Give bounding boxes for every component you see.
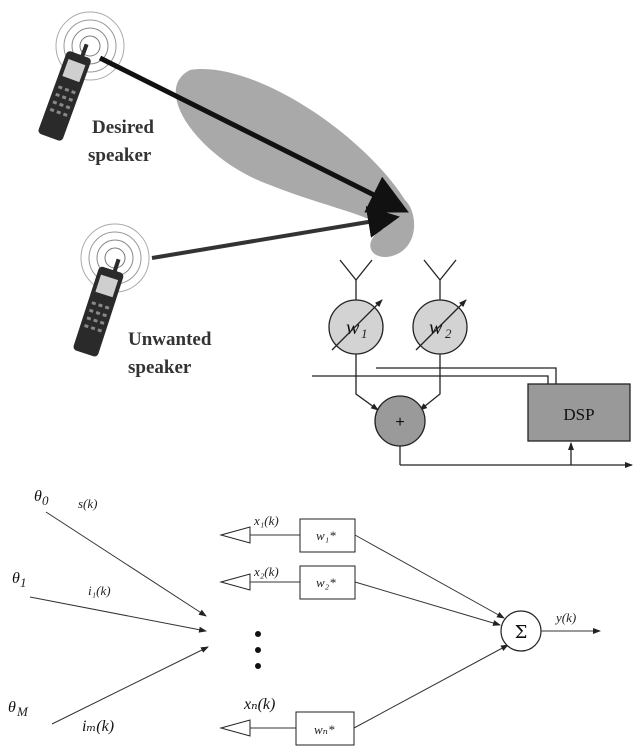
svg-text:M: M xyxy=(16,704,29,719)
desired-label-line1: Desired xyxy=(92,117,154,138)
w2-label: w₂* xyxy=(316,575,336,590)
svg-text:θ: θ xyxy=(8,699,16,716)
x1-label: x₁(k) xyxy=(253,513,279,528)
svg-text:2: 2 xyxy=(445,326,452,341)
weight-w2: w 2 xyxy=(412,299,468,355)
svg-text:θ: θ xyxy=(12,570,20,587)
svg-text:+: + xyxy=(395,414,404,431)
svg-text:1: 1 xyxy=(361,326,368,341)
theta1-label: θ 1 xyxy=(12,570,27,590)
unwanted-label-line2: speaker xyxy=(128,357,192,378)
signal-label: s(k) xyxy=(78,496,98,511)
svg-text:0: 0 xyxy=(42,493,49,508)
desired-phone-icon xyxy=(38,11,125,141)
svg-text:1: 1 xyxy=(20,575,27,590)
channel-row-N: xₙ(k) wₙ* xyxy=(219,696,355,746)
desired-label-line2: speaker xyxy=(88,145,152,166)
xN-label: xₙ(k) xyxy=(243,696,275,713)
sum-node: Σ xyxy=(500,610,542,652)
interference1-label: i₁(k) xyxy=(88,583,111,598)
dsp-block: DSP xyxy=(527,383,631,442)
weight-w1: w 1 xyxy=(328,299,384,355)
output-label: y(k) xyxy=(554,610,576,625)
svg-text:DSP: DSP xyxy=(563,405,594,424)
svg-text:Σ: Σ xyxy=(515,622,528,643)
unwanted-signal-arrow xyxy=(151,206,400,260)
svg-text:w: w xyxy=(346,317,360,339)
x2-label: x₂(k) xyxy=(253,564,279,579)
desired-signal-arrow xyxy=(98,55,409,213)
w1-label: w₁* xyxy=(316,528,336,543)
adder-node: + xyxy=(374,395,426,447)
antenna-icon-2 xyxy=(423,259,457,300)
svg-text:θ: θ xyxy=(34,488,42,505)
unwanted-phone-icon xyxy=(73,223,150,357)
beam-pattern xyxy=(175,69,415,258)
wN-label: wₙ* xyxy=(314,722,335,737)
channel-row-2: x₂(k) w₂* xyxy=(219,564,356,600)
antenna-icon-1 xyxy=(339,259,373,300)
interferenceM-label: iₘ(k) xyxy=(82,718,114,735)
ellipsis-dots xyxy=(255,631,261,669)
thetaM-label: θ M xyxy=(8,699,29,719)
channel-row-1: x₁(k) w₁* xyxy=(219,513,356,553)
theta0-label: θ 0 xyxy=(34,488,49,508)
unwanted-label-line1: Unwanted xyxy=(128,329,212,350)
